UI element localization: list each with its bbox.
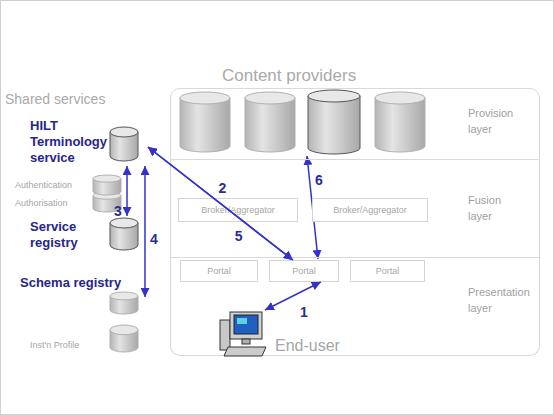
screen-window [237, 318, 247, 324]
callout-number: 4 [150, 231, 158, 247]
service-cylinder: HILT Terminology service [28, 116, 148, 166]
cylinder-top [245, 92, 295, 104]
cylinder-body [375, 98, 425, 152]
column-heading: Content providers [222, 66, 356, 86]
flow-arrow [265, 282, 321, 310]
end-user-node: End-user [218, 310, 350, 360]
broker-box: Broker/Aggregator [178, 198, 298, 222]
monitor-screen [234, 315, 258, 334]
node-text: Broker/Aggregator [179, 204, 297, 216]
node-text: Provision layer [468, 105, 528, 137]
callout-number: 5 [235, 228, 243, 244]
node-text: HILT Terminology service [30, 118, 112, 166]
flow-arrow [126, 166, 128, 216]
flow-arrow [144, 166, 146, 297]
cylinder-top [180, 92, 230, 104]
node-text: End-user [275, 337, 340, 355]
cylinder-top [110, 218, 138, 228]
node-text: Schema registry [20, 275, 121, 291]
cylinder-top [308, 90, 360, 102]
column-heading: Shared services [5, 91, 105, 107]
node-text: Portal [351, 265, 424, 277]
node-text: Broker/Aggregator [313, 204, 427, 216]
cylinder-top [110, 127, 138, 137]
node-text: Inst'n Profile [30, 339, 79, 351]
node-text: Portal [270, 265, 338, 277]
cylinder-body [245, 98, 295, 152]
cylinder-top [110, 325, 138, 335]
callout-number: 1 [300, 304, 308, 320]
monitor-stand [242, 339, 250, 344]
node-text: Portal [181, 265, 257, 277]
node-text: Fusion layer [468, 192, 518, 224]
flow-arrow [148, 147, 293, 260]
layer-band: Fusion layer Broker/Aggregator Broker/Aggr… [170, 160, 540, 258]
cylinder-body [180, 98, 230, 152]
monitor-body [230, 312, 262, 339]
callout-number: 2 [218, 180, 226, 196]
callout-number: 3 [114, 203, 122, 219]
node-text: Presentation layer [468, 284, 534, 316]
cylinder-body [308, 96, 360, 154]
portal-box: Portal [350, 260, 425, 282]
node-text: Authentication [15, 179, 72, 191]
portal-box: Portal [180, 260, 258, 282]
broker-box: Broker/Aggregator [312, 198, 428, 222]
flow-arrow [148, 147, 293, 260]
cylinder-top [93, 175, 121, 182]
node-text: Authorisation [15, 197, 68, 209]
layer-band: Provision layer [170, 88, 540, 160]
content-provider-cylinders [180, 90, 425, 154]
service-cylinder: Service registry [28, 216, 140, 254]
callout-number: 6 [315, 172, 323, 188]
cylinder-top [375, 92, 425, 104]
cylinder-top [110, 292, 138, 300]
service-cylinder: Schema registry [18, 274, 145, 316]
tower-case [220, 320, 230, 350]
portal-box: Portal [269, 260, 339, 282]
keyboard [224, 347, 266, 356]
computer-icon [220, 312, 266, 356]
node-text: Service registry [30, 219, 105, 251]
service-cylinder: Inst'n Profile [28, 322, 140, 354]
service-cylinder: AuthenticationAuthorisation [12, 172, 124, 214]
